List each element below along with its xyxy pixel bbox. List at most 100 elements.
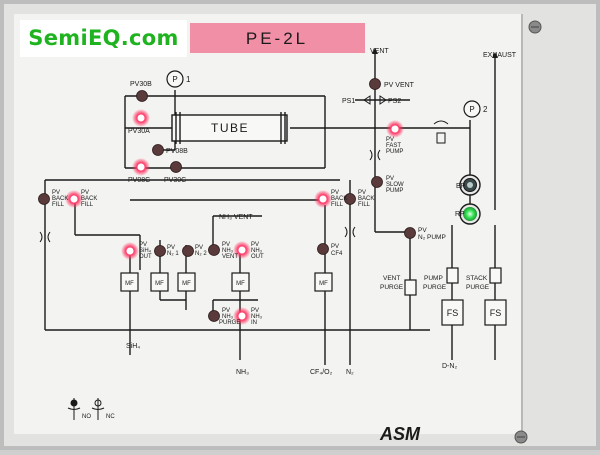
ps1-arrow-icon [363, 95, 371, 105]
pv-back-fill-4-label-1: PV [358, 190, 366, 196]
normally-open-valve-icon [67, 398, 81, 420]
pv08b-label: PV08B [166, 148, 188, 155]
pv-back-fill-1-label-1: PV [52, 190, 60, 196]
mf-label: MF [155, 281, 164, 287]
pv-n2-1-indicator [154, 245, 166, 257]
pv-back-fill-2-led-icon [65, 190, 83, 208]
pv-fast-pump-label-3: PUMP [386, 149, 403, 155]
gauge-1-letter: P [172, 75, 177, 84]
pv30a-led-icon [132, 109, 150, 127]
nh3-vent-label: NH₃ VENT [219, 214, 253, 221]
pv-sih4-out-label-1: PV [139, 242, 147, 248]
pv-nh3-in-label-2: NH₃ [251, 314, 263, 320]
restrictor-icon [369, 149, 373, 161]
gauge-2-number: 2 [483, 105, 488, 114]
stack-purge-filter-icon [489, 267, 502, 284]
stack-purge-label-1: STACK [466, 275, 488, 282]
pv-nh3-out-label-3: OUT [251, 254, 264, 260]
pv-n2-pump-indicator [404, 227, 416, 239]
pv-nh3-out-label-2: NH₃ [251, 248, 263, 254]
pv-back-fill-4-indicator [344, 193, 356, 205]
mf-label: MF [182, 281, 191, 287]
pv30c-label: PV30C [164, 177, 186, 184]
fs-box-1 [441, 299, 464, 326]
filter-icon [433, 120, 449, 144]
bp-pump-icon [459, 174, 481, 196]
rp-label: RP [455, 211, 465, 218]
pv-back-fill-2-label-2: BACK [81, 196, 97, 202]
pv-nh3-purge-label-3: PURGE [219, 320, 240, 326]
exhaust-arrow-icon [492, 52, 498, 58]
vent-purge-label-1: VENT [383, 275, 400, 282]
panel-face [14, 14, 522, 434]
pv-fast-pump-led-icon [386, 120, 404, 138]
pv-slow-pump-indicator [371, 176, 383, 188]
pv-n2-pump-label-1: PV [418, 227, 427, 234]
legend [67, 398, 105, 420]
pv08b-indicator [152, 144, 164, 156]
screw-icon [514, 430, 528, 444]
led-on-group [65, 109, 404, 325]
pv-vent-label: PV VENT [384, 82, 415, 89]
pv-back-fill-1-label-2: BACK [52, 196, 68, 202]
pv08c-led-icon [132, 158, 150, 176]
pv-n2-2-label-2: N₂ 2 [195, 251, 207, 257]
pv-nh3-purge-indicator [208, 310, 220, 322]
d-n2-source-label: D-N₂ [442, 363, 457, 370]
pump-purge-label-1: PUMP [424, 275, 443, 282]
pv-nh3-vent-label-3: VENT [222, 254, 238, 260]
pv-nh3-purge-label-1: PV [222, 308, 230, 314]
pv-fast-pump-label-1: PV [386, 137, 394, 143]
pv-fast-pump-label-2: FAST [386, 143, 401, 149]
pv30b-label: PV30B [130, 81, 152, 88]
vent-arrow-icon [372, 48, 378, 54]
sih4-source-label: SiH₄ [126, 343, 140, 350]
n2-source-label: N₂ [346, 369, 354, 376]
pv30a-label: PV30A [128, 128, 150, 135]
brand-logo: ASM [379, 424, 421, 444]
tube-label: TUBE [211, 121, 249, 135]
gauge-2-letter: P [469, 105, 474, 114]
cf4-o2-source-label: CF₄/O₂ [310, 369, 333, 376]
legend-no-label: NO [82, 414, 91, 420]
normally-closed-valve-icon [91, 398, 105, 420]
mfc-n2-2-box [177, 272, 196, 292]
fs-label: FS [447, 308, 459, 318]
fs-label: FS [490, 308, 502, 318]
pv-nh3-in-label-1: PV [251, 308, 259, 314]
pv-back-fill-2-label-1: PV [81, 190, 89, 196]
pv-nh3-vent-label-2: NH₃ [222, 248, 234, 254]
nh3-source-label: NH₃ [236, 369, 249, 376]
pv-sih4-out-label-3: OUT [139, 254, 152, 260]
pv-nh3-purge-label-2: NH₃ [222, 314, 234, 320]
panel-title: PE-2L [246, 29, 308, 48]
vent-purge-filter-icon [404, 279, 417, 296]
pv-back-fill-4-label-3: FILL [358, 202, 371, 208]
title-plate [190, 23, 365, 53]
pv-n2-2-label-1: PV [195, 245, 203, 251]
mfc-sih4-box [120, 272, 139, 292]
restrictor-icon [39, 231, 43, 243]
pump-purge-filter-icon [446, 267, 459, 284]
fs-box-2 [484, 299, 507, 326]
ps1-label: PS1 [342, 98, 355, 105]
mfc-n2-1-box [150, 272, 169, 292]
pv-nh3-in-label-3: IN [251, 320, 257, 326]
tube-body [171, 114, 288, 142]
gauge-1-number: 1 [186, 75, 191, 84]
mfc-cf4-box [314, 272, 333, 292]
pv-sih4-out-label-2: SiH₄ [139, 248, 152, 254]
pv-back-fill-1-indicator [38, 193, 50, 205]
mf-label: MF [236, 281, 245, 287]
pv-cf4-indicator [317, 243, 329, 255]
mf-label: MF [319, 281, 328, 287]
pressure-gauge-2-icon [463, 100, 481, 118]
pv-back-fill-3-label-3: FILL [331, 202, 344, 208]
exhaust-label: EXHAUST [483, 52, 517, 59]
pv-nh3-in-led-icon [233, 307, 251, 325]
ps2-label: PS2 [388, 98, 401, 105]
pv-back-fill-2-label-3: FILL [81, 202, 94, 208]
pv-back-fill-1-label-3: FILL [52, 202, 65, 208]
